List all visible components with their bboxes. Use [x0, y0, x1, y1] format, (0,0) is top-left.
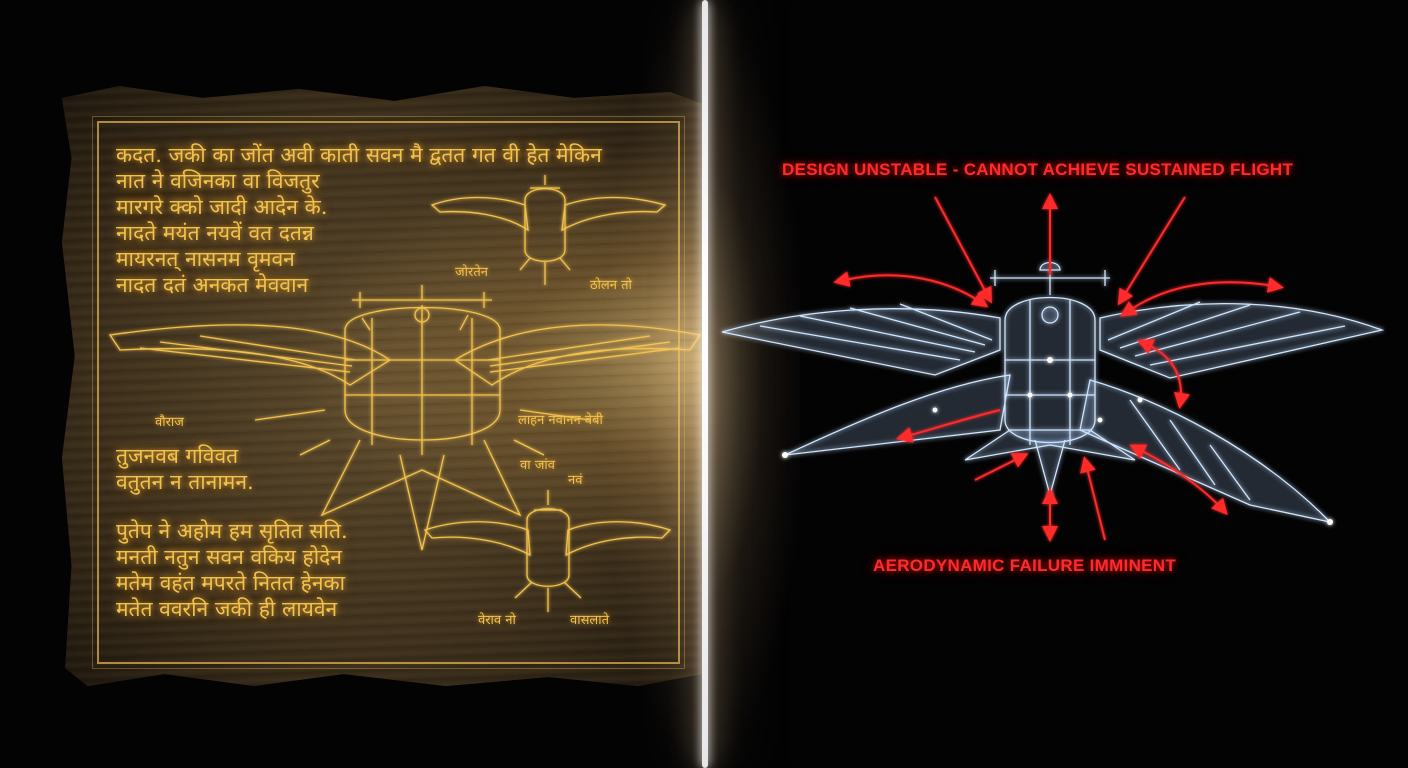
- manuscript-line: वतुतन न तानामन.: [116, 470, 254, 494]
- drawing-label: वासलाते: [570, 613, 609, 628]
- parchment-border: [92, 116, 685, 669]
- drawing-label: जोरतेन: [455, 265, 488, 280]
- manuscript-text-block-top: कदत. जकी का जोंत अवी काती सवन मै द्वतत ग…: [116, 142, 602, 298]
- warning-aerodynamic-failure: AERODYNAMIC FAILURE IMMINENT: [873, 556, 1177, 575]
- stress-arrows: [833, 193, 1284, 542]
- manuscript-line: नात ने वजिनका वा विजतुर: [116, 169, 320, 193]
- hologram-wing-left-upper: [721, 308, 1001, 376]
- hologram-node-points: [782, 357, 1333, 525]
- parchment-grain: [62, 86, 702, 686]
- drawing-label: वेराव नो: [478, 613, 516, 628]
- drawing-label: नवं: [568, 473, 583, 488]
- manuscript-line: मारगरे क्को जादी आदेन के.: [116, 195, 328, 219]
- light-beam-divider: [702, 0, 708, 768]
- drawing-label: लाहन नवानन वेबी: [518, 413, 603, 428]
- small-ornithopter-bottom-drawing: [423, 490, 672, 612]
- manuscript-text-block-middle: तुजनवब गविवत वतुतन न तानामन.: [116, 443, 254, 495]
- drawing-label: ठाेलन तो: [590, 275, 632, 293]
- hologram-wing-left-lower: [784, 374, 1011, 456]
- manuscript-line: मनती नतुन सवन वकिय होदेन: [116, 545, 342, 569]
- manuscript-line: नादत दतं अनकत मेववान: [116, 273, 309, 297]
- manuscript-line: मायरनत् नासनम वृमवन: [116, 247, 295, 271]
- manuscript-line: तुजनवब गविवत: [116, 444, 239, 468]
- small-ornithopter-top-drawing: [430, 175, 667, 285]
- manuscript-line: पुतेप ने अहोम हम सृतित सति.: [116, 519, 348, 543]
- hologram-cockpit: [1041, 306, 1059, 324]
- drawing-label: वौराज: [155, 415, 184, 430]
- manuscript-line: नादते मयंत नयवें वत दतन्न: [116, 221, 314, 245]
- main-ornithopter-drawing: [108, 285, 702, 551]
- drawing-label: वा जांव: [520, 458, 555, 473]
- manuscript-line: कदत. जकी का जोंत अवी काती सवन मै द्वतत ग…: [116, 143, 602, 167]
- light-beam-glow: [600, 0, 800, 768]
- manuscript-line: मतेम वहंत मपरते नितत हेनका: [116, 571, 346, 595]
- parchment: [62, 86, 702, 686]
- warning-design-unstable: DESIGN UNSTABLE - CANNOT ACHIEVE SUSTAIN…: [782, 160, 1294, 179]
- manuscript-line: मतेत ववरनि जकी ही लायवेन: [116, 597, 338, 621]
- manuscript-text-block-bottom: पुतेप ने अहोम हम सृतित सति. मनती नतुन सव…: [116, 518, 348, 622]
